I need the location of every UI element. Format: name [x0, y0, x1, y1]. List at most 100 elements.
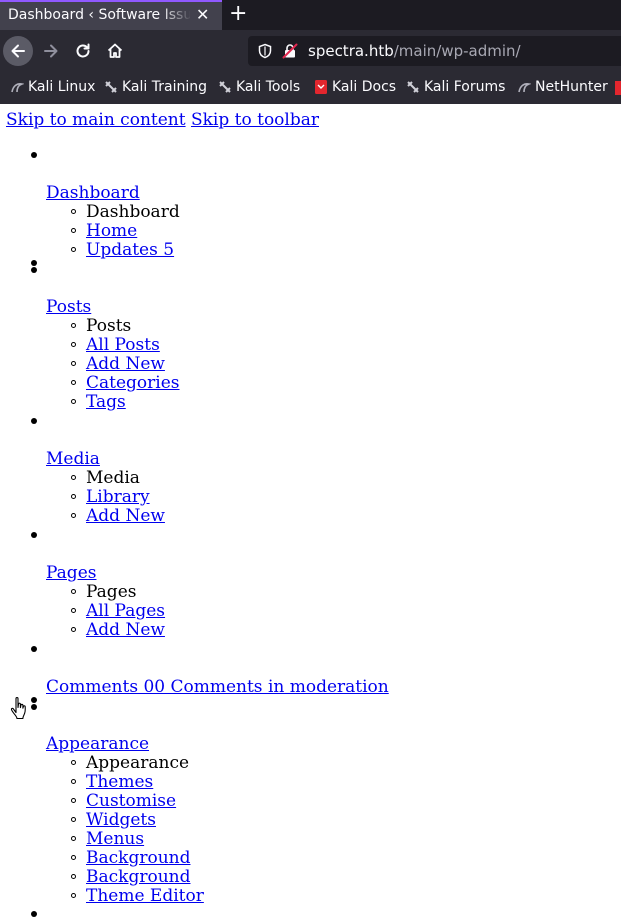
bookmark-nethunter[interactable]: NetHunter [517, 79, 608, 95]
forward-button[interactable] [36, 36, 66, 66]
skip-to-main-link[interactable]: Skip to main content [6, 110, 186, 130]
submenu-background-2[interactable]: Background [86, 867, 191, 887]
menu-bullet [31, 267, 37, 273]
new-tab-button[interactable]: + [229, 1, 248, 26]
navigation-toolbar: spectra.htb/main/wp-admin/ [0, 30, 621, 72]
bookmarks-toolbar: Kali Linux Kali Training Kali Tools Kali… [0, 72, 621, 104]
arrow-right-icon [44, 44, 58, 58]
bookmark-kali-forums[interactable]: Kali Forums [406, 79, 505, 95]
submenu-bullet [71, 228, 76, 233]
submenu-bullet [71, 513, 76, 518]
close-tab-icon[interactable]: ✕ [196, 5, 210, 24]
menu-pages[interactable]: Pages [46, 563, 97, 583]
reload-button[interactable] [68, 36, 98, 66]
skip-links: Skip to main content Skip to toolbar [6, 111, 319, 130]
submenu-bullet [71, 494, 76, 499]
url-path: /main/wp-admin/ [393, 42, 521, 60]
bookmark-kali-docs[interactable]: Kali Docs [314, 79, 396, 95]
hand-cursor-icon [10, 697, 26, 720]
menu-bullet [31, 260, 37, 266]
submenu-bullet [71, 342, 76, 347]
bookmarks-overflow-icon[interactable] [615, 81, 621, 95]
kali-forums-icon [407, 81, 419, 93]
active-tab[interactable]: Dashboard ‹ Software Issue Management ✕ [0, 0, 222, 30]
menu-posts[interactable]: Posts [46, 297, 92, 317]
submenu-bullet [71, 589, 76, 594]
menu-bullet [31, 704, 37, 710]
submenu-updates[interactable]: Updates 5 [86, 240, 175, 260]
bookmark-label: NetHunter [535, 79, 608, 95]
home-icon [107, 43, 123, 58]
shield-icon[interactable] [257, 43, 273, 59]
submenu-bullet [71, 798, 76, 803]
submenu-widgets[interactable]: Widgets [86, 810, 156, 830]
submenu-all-pages[interactable]: All Pages [86, 601, 166, 621]
submenu-bullet [71, 855, 76, 860]
submenu-add-new-page[interactable]: Add New [86, 620, 165, 640]
tab-title-fade [160, 2, 192, 30]
menu-bullet [31, 911, 37, 917]
menu-bullet [31, 152, 37, 158]
bookmark-kali-training[interactable]: Kali Training [104, 79, 207, 95]
submenu-bullet [71, 247, 76, 252]
submenu-bullet [71, 817, 76, 822]
submenu-pages-heading: Pages [86, 582, 137, 602]
submenu-add-new-post[interactable]: Add New [86, 354, 165, 374]
menu-bullet [31, 532, 37, 538]
menu-bullet [31, 646, 37, 652]
bookmark-kali-linux[interactable]: Kali Linux [10, 79, 95, 95]
menu-appearance[interactable]: Appearance [46, 734, 150, 754]
kali-dragon-icon [11, 83, 24, 93]
url-host: spectra.htb [308, 42, 394, 60]
submenu-all-posts[interactable]: All Posts [86, 335, 160, 355]
home-button[interactable] [100, 36, 130, 66]
submenu-posts-heading: Posts [86, 316, 132, 336]
nethunter-icon [518, 83, 531, 93]
submenu-bullet [71, 323, 76, 328]
menu-comments[interactable]: Comments 00 Comments in moderation [46, 677, 389, 697]
submenu-customise[interactable]: Customise [86, 791, 177, 811]
submenu-dashboard-heading: Dashboard [86, 202, 180, 222]
submenu-themes[interactable]: Themes [86, 772, 154, 792]
submenu-background[interactable]: Background [86, 848, 191, 868]
menu-bullet [31, 418, 37, 424]
bookmark-label: Kali Tools [236, 79, 301, 95]
submenu-bullet [71, 836, 76, 841]
reload-icon [76, 43, 90, 58]
submenu-library[interactable]: Library [86, 487, 150, 507]
bookmark-label: Kali Forums [424, 79, 506, 95]
submenu-bullet [71, 608, 76, 613]
submenu-bullet [71, 209, 76, 214]
submenu-theme-editor[interactable]: Theme Editor [86, 886, 204, 906]
submenu-menus[interactable]: Menus [86, 829, 145, 849]
kali-tools-icon [219, 81, 231, 93]
browser-chrome: Dashboard ‹ Software Issue Management ✕ … [0, 0, 621, 104]
kali-docs-icon [315, 80, 327, 94]
address-bar[interactable]: spectra.htb/main/wp-admin/ [248, 36, 621, 66]
tab-title: Dashboard ‹ Software Issue Management [8, 7, 190, 23]
submenu-bullet [71, 760, 76, 765]
submenu-media-heading: Media [86, 468, 140, 488]
menu-media[interactable]: Media [46, 449, 100, 469]
submenu-bullet [71, 361, 76, 366]
back-button[interactable] [3, 36, 33, 66]
submenu-bullet [71, 874, 76, 879]
skip-to-toolbar-link[interactable]: Skip to toolbar [190, 110, 319, 130]
bookmark-kali-tools[interactable]: Kali Tools [218, 79, 300, 95]
submenu-bullet [71, 399, 76, 404]
menu-dashboard[interactable]: Dashboard [46, 183, 140, 203]
submenu-bullet [71, 475, 76, 480]
bookmark-label: Kali Linux [28, 79, 96, 95]
bookmark-label: Kali Training [122, 79, 207, 95]
submenu-appearance-heading: Appearance [86, 753, 190, 773]
submenu-bullet [71, 627, 76, 632]
submenu-bullet [71, 893, 76, 898]
url-text: spectra.htb/main/wp-admin/ [308, 42, 521, 60]
arrow-left-icon [11, 44, 25, 58]
insecure-lock-icon[interactable] [282, 43, 298, 59]
wp-admin-page: Skip to main content Skip to toolbar Das… [0, 104, 621, 917]
submenu-add-new-media[interactable]: Add New [86, 506, 165, 526]
submenu-categories[interactable]: Categories [86, 373, 180, 393]
submenu-home[interactable]: Home [86, 221, 138, 241]
submenu-tags[interactable]: Tags [86, 392, 126, 412]
